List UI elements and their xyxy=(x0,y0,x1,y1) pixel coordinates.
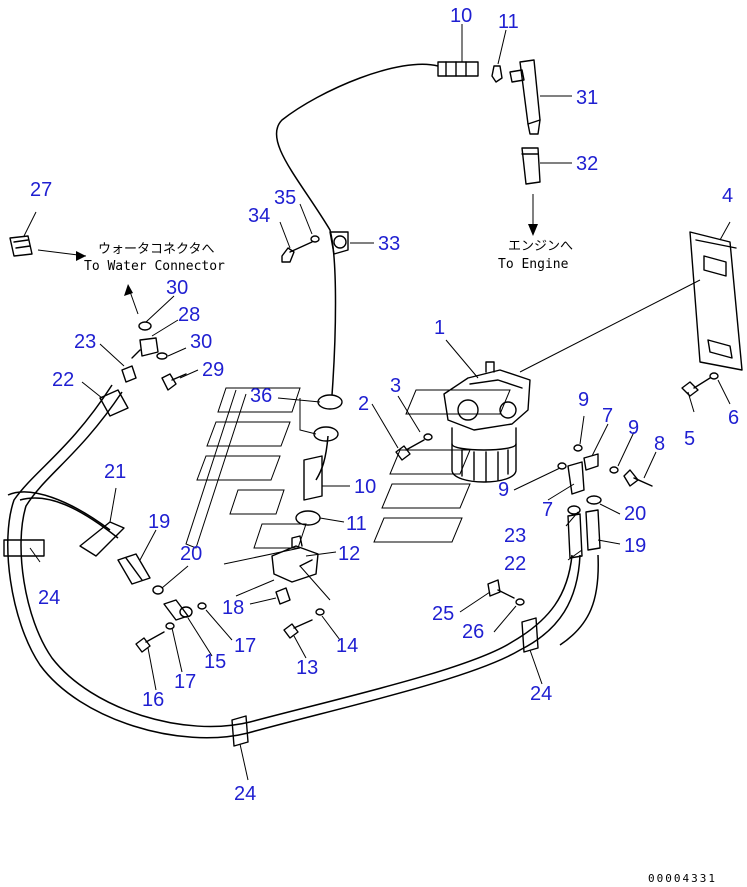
note-water-en: To Water Connector xyxy=(84,259,225,274)
callout-33: 33 xyxy=(378,233,400,255)
callout-9-b: 9 xyxy=(628,417,639,439)
callout-21: 21 xyxy=(104,461,126,483)
callout-32: 32 xyxy=(576,153,598,175)
callout-18: 18 xyxy=(222,597,244,619)
note-engine-en: To Engine xyxy=(498,257,569,272)
callout-36: 36 xyxy=(250,385,272,407)
hoses xyxy=(7,63,599,739)
callout-15: 15 xyxy=(204,651,226,673)
callout-3: 3 xyxy=(390,375,401,397)
callouts: 10 11 31 32 27 35 34 33 4 30 28 30 23 29… xyxy=(30,5,739,805)
callout-16: 16 xyxy=(142,689,164,711)
callout-29: 29 xyxy=(202,359,224,381)
document-code: 00004331 xyxy=(648,872,717,885)
callout-11-top: 11 xyxy=(498,11,519,33)
parts xyxy=(3,59,743,747)
callout-35: 35 xyxy=(274,187,296,209)
callout-2: 2 xyxy=(358,393,369,415)
callout-4: 4 xyxy=(722,185,733,207)
callout-17-b: 17 xyxy=(174,671,196,693)
callout-25: 25 xyxy=(432,603,454,625)
callout-34: 34 xyxy=(248,205,270,227)
callout-28: 28 xyxy=(178,304,200,326)
callout-30-lower: 30 xyxy=(190,331,212,353)
callout-26: 26 xyxy=(462,621,484,643)
callout-30-upper: 30 xyxy=(166,277,188,299)
callout-11-mid: 11 xyxy=(346,513,367,535)
callout-19-left: 19 xyxy=(148,511,170,533)
callout-31: 31 xyxy=(576,87,598,109)
note-engine-jp: エンジンへ xyxy=(508,239,573,254)
callout-1: 1 xyxy=(434,317,445,339)
callout-24-bottom: 24 xyxy=(234,783,256,805)
callout-20-right: 20 xyxy=(624,503,646,525)
callout-7-b: 7 xyxy=(542,499,553,521)
callout-12: 12 xyxy=(338,543,360,565)
callout-5: 5 xyxy=(684,428,695,450)
callout-13: 13 xyxy=(296,657,318,679)
callout-9-c: 9 xyxy=(498,479,509,501)
callout-6: 6 xyxy=(728,407,739,429)
callout-22-left: 22 xyxy=(52,369,74,391)
callout-14: 14 xyxy=(336,635,358,657)
note-water-jp: ウォータコネクタへ xyxy=(98,242,214,257)
callout-24-right: 24 xyxy=(530,683,552,705)
callout-8: 8 xyxy=(654,433,665,455)
callout-9-a: 9 xyxy=(578,389,589,411)
callout-23-left: 23 xyxy=(74,331,96,353)
callout-17-a: 17 xyxy=(234,635,256,657)
callout-7-a: 7 xyxy=(602,405,613,427)
callout-10-mid: 10 xyxy=(354,476,376,498)
callout-27: 27 xyxy=(30,179,52,201)
callout-22-right: 22 xyxy=(504,553,526,575)
callout-24-left: 24 xyxy=(38,587,60,609)
callout-23-right: 23 xyxy=(504,525,526,547)
callout-20-left: 20 xyxy=(180,543,202,565)
callout-10-top: 10 xyxy=(450,5,472,27)
leader-lines xyxy=(23,24,731,781)
flow-arrows xyxy=(37,194,538,315)
callout-19-right: 19 xyxy=(624,535,646,557)
